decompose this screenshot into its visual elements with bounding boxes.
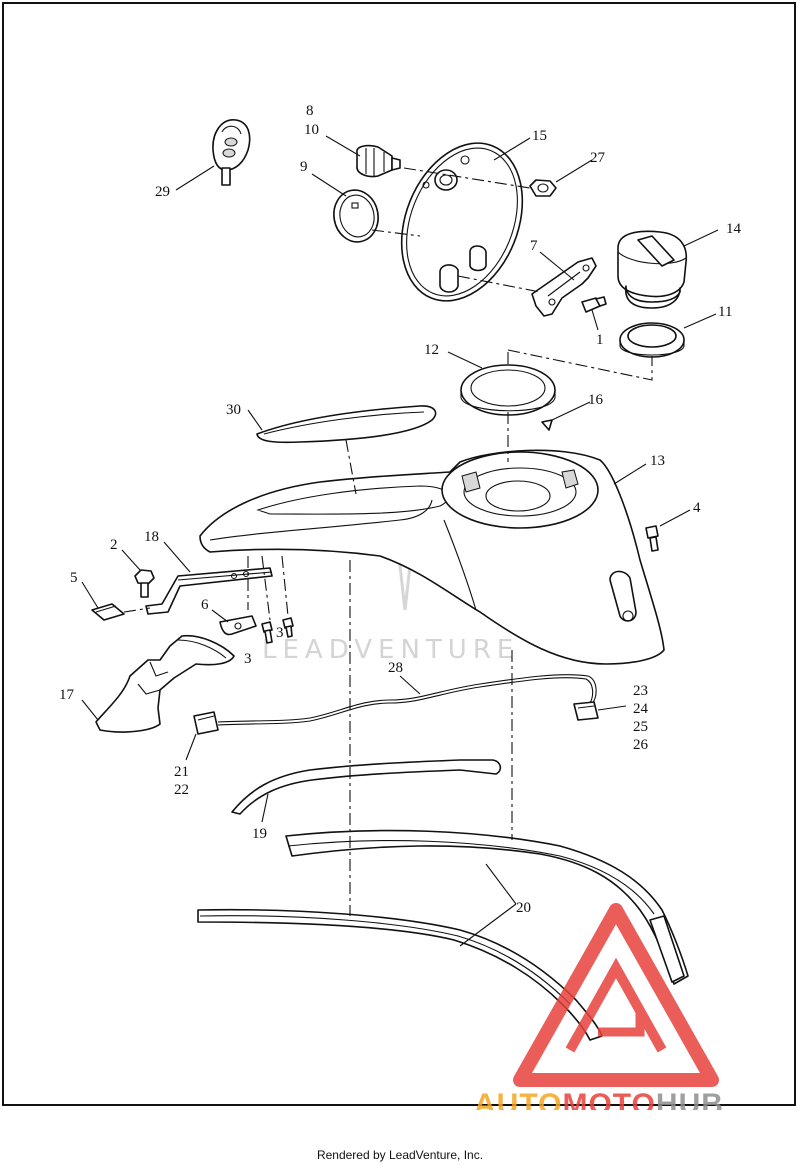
callout-3a: 3 [244,651,252,667]
callout-1: 1 [596,332,604,348]
plug-part[interactable] [541,419,553,431]
screw-part[interactable] [581,296,607,313]
clip-nut-part[interactable] [91,603,125,621]
console-pad-part[interactable] [256,405,437,444]
callout-labels: 1 2 3 3 4 5 6 7 8 9 10 11 12 13 14 15 16… [59,103,742,916]
callout-28: 28 [388,660,403,676]
callout-22: 22 [174,782,189,798]
mounting-tab-part[interactable] [219,615,257,636]
logo-moto: MOTO [562,1088,655,1110]
hex-nut-part[interactable] [529,179,557,197]
callout-14: 14 [726,221,742,237]
callout-30: 30 [226,402,241,418]
callout-15: 15 [532,128,547,144]
mounting-bracket-part[interactable] [145,567,273,615]
console-body-part[interactable] [199,449,665,665]
footer-credit: Rendered by LeadVenture, Inc. [316,1148,484,1162]
callout-13: 13 [650,453,665,469]
fuel-door-plate-part[interactable] [379,125,544,319]
callout-26: 26 [633,737,649,753]
latch-bracket-part[interactable] [531,257,597,317]
callout-6: 6 [201,597,209,613]
logo-hub: HUB [656,1088,724,1110]
callout-18: 18 [144,529,159,545]
callout-25: 25 [633,719,648,735]
bolt-part[interactable] [134,569,155,598]
trim-strip-lower-part[interactable] [197,908,603,1041]
callout-7: 7 [530,238,538,254]
seal-disc-part[interactable] [330,187,382,246]
callout-20: 20 [516,900,531,916]
console-screw-part[interactable] [645,525,659,552]
callout-3b: 3 [276,625,284,641]
fuel-cap-part[interactable] [617,230,688,309]
callout-4: 4 [693,500,701,516]
callout-10: 10 [304,122,319,138]
exploded-parts-diagram: LEADVENTURE [59,103,742,1110]
lock-cylinder-part[interactable] [356,144,401,178]
key-fob-part[interactable] [212,119,251,186]
callout-17: 17 [59,687,75,703]
callout-11: 11 [718,304,732,320]
callout-12: 12 [424,342,439,358]
logo-auto: AUTO [474,1088,562,1110]
callout-23: 23 [633,683,648,699]
callout-24: 24 [633,701,649,717]
leader-lines [81,135,719,947]
callout-21: 21 [174,764,189,780]
wire-harness-part[interactable] [193,674,599,735]
alignment-lines [123,167,653,916]
callout-2: 2 [110,537,118,553]
deflector-bracket-part[interactable] [95,634,235,733]
trim-strip-upper-part[interactable] [285,829,689,985]
small-screws-part[interactable] [261,617,294,644]
gasket-ring-part[interactable] [619,322,685,358]
callout-16: 16 [588,392,604,408]
callout-27: 27 [590,150,606,166]
callout-9: 9 [300,159,308,175]
drain-hose-part[interactable] [231,759,502,815]
callout-8: 8 [306,103,314,119]
automotohub-logo: AUTOMOTOHUB [474,903,724,1110]
callout-5: 5 [70,570,78,586]
flat-ring-part[interactable] [460,364,556,416]
callout-29: 29 [155,184,170,200]
svg-text:AUTOMOTOHUB: AUTOMOTOHUB [474,1088,724,1110]
watermark-text: LEADVENTURE [262,635,519,665]
callout-19: 19 [252,826,267,842]
